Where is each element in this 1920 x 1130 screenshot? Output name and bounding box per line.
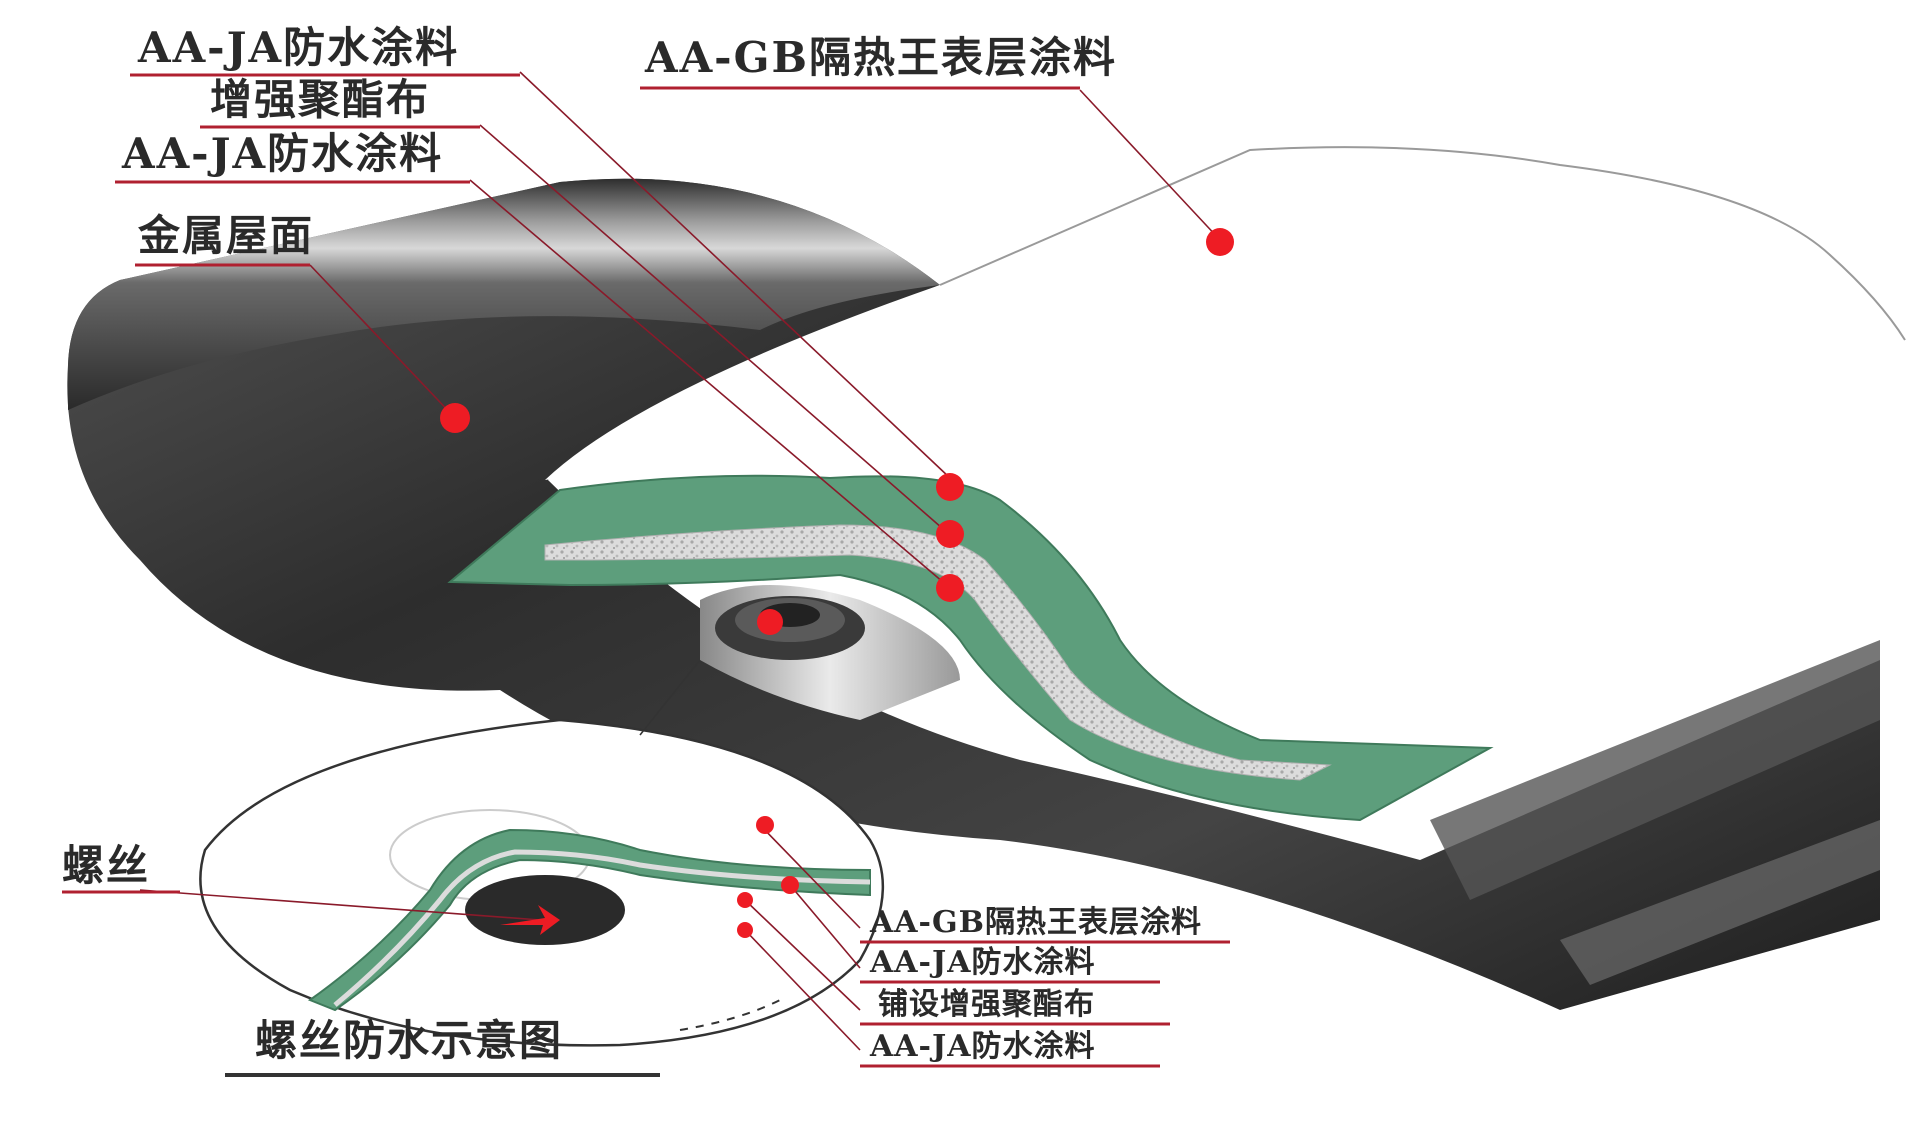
label-gb-top: AA-GB隔热王表层涂料	[644, 33, 1117, 82]
label-metal-roof: 金属屋面	[137, 211, 314, 260]
label-inset-fabric: 铺设增强聚酯布	[878, 987, 1095, 1022]
gb-top-coating	[545, 146, 1906, 741]
label-screw: 螺丝	[62, 841, 150, 890]
inset-labels: 螺丝 AA-GB隔热王表层涂料 AA-JA防水涂料 铺设增强聚酯布 AA-JA防…	[62, 841, 1230, 1077]
marker-metal-roof	[440, 403, 470, 433]
marker-gb-top	[1206, 228, 1234, 256]
leader-lines	[139, 71, 1221, 1051]
marker-inset-2	[781, 876, 799, 894]
inset-caption: 螺丝防水示意图	[255, 1016, 563, 1065]
marker-inset-4	[737, 922, 753, 938]
label-inset-gb: AA-GB隔热王表层涂料	[869, 905, 1202, 940]
red-markers	[440, 228, 1234, 938]
marker-fabric	[936, 520, 964, 548]
screw-arrow-icon	[500, 905, 560, 935]
waterproof-coating-strip	[447, 474, 1494, 822]
marker-inset-1	[756, 816, 774, 834]
top-labels: AA-JA防水涂料 AA-GB隔热王表层涂料 增强聚酯布 AA-JA防水涂料 金…	[115, 23, 1117, 267]
marker-ja-second	[936, 574, 964, 602]
metal-roof-sheet	[67, 178, 1881, 1010]
marker-inset-3	[737, 892, 753, 908]
label-fabric: 增强聚酯布	[210, 75, 430, 124]
inset-detail	[199, 718, 885, 1047]
label-inset-ja-1: AA-JA防水涂料	[869, 945, 1095, 980]
marker-screw	[757, 609, 783, 635]
label-ja-top: AA-JA防水涂料	[137, 23, 459, 72]
marker-ja-top	[936, 473, 964, 501]
label-ja-second: AA-JA防水涂料	[121, 129, 443, 178]
label-inset-ja-2: AA-JA防水涂料	[869, 1029, 1095, 1064]
polyester-fabric	[544, 524, 1332, 781]
